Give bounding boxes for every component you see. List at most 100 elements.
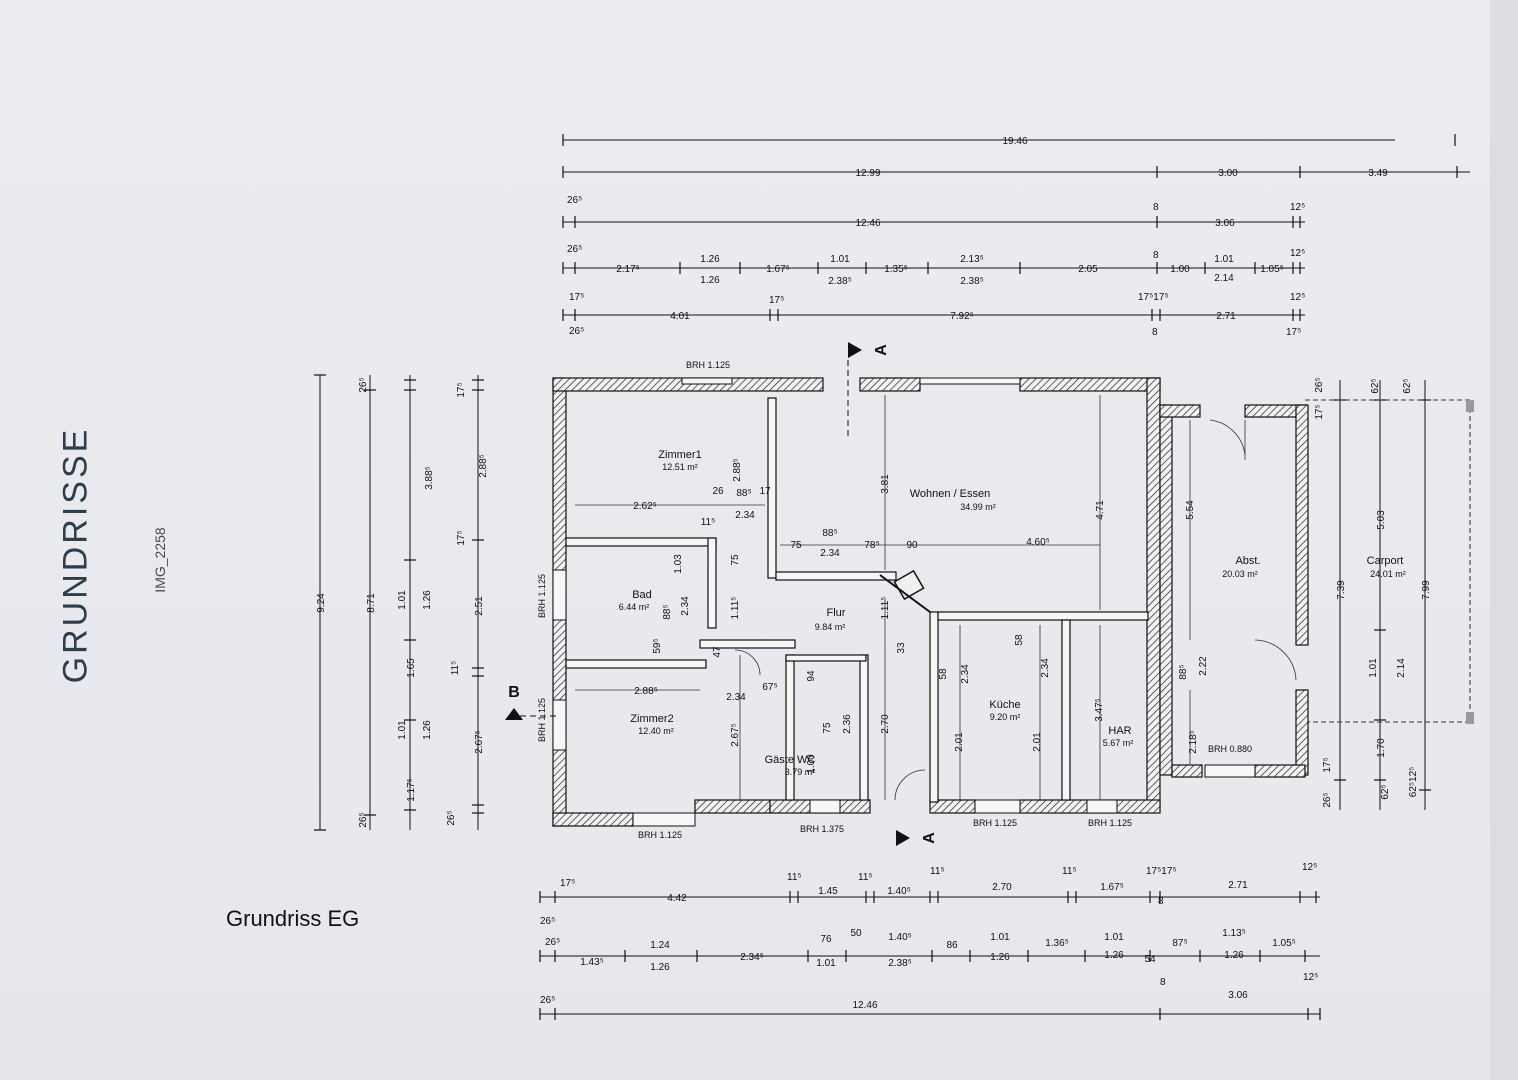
interior-dim: 59⁵ xyxy=(652,638,663,653)
interior-dim: 88⁵ xyxy=(662,604,673,619)
dim-bottom-row1: 4.42 xyxy=(667,893,687,904)
interior-dim: 2.01 xyxy=(954,732,965,752)
dim-carport-length: 7.99 xyxy=(1421,580,1432,600)
dim-bottom-row2: 2.38⁵ xyxy=(888,958,912,969)
dim-row4: 7.92⁵ xyxy=(950,311,974,322)
room-area: 9.20 m² xyxy=(990,712,1021,722)
dim-bottom-row2: 76 xyxy=(820,934,832,945)
interior-dim: 78⁵ xyxy=(864,540,879,551)
interior-dim: 58 xyxy=(938,668,949,680)
interior-dim: 2.01 xyxy=(1032,732,1043,752)
dim-left-row3: 1.26 xyxy=(422,590,433,610)
dim-small: 12⁵ xyxy=(1290,248,1305,259)
room-name: Küche xyxy=(989,699,1020,711)
dim-row3: 1.01 xyxy=(1214,254,1234,265)
dim-bottom-row1: 2.70 xyxy=(992,882,1012,893)
interior-dim: 5.54 xyxy=(1185,500,1196,520)
dim-small: 26⁵ xyxy=(567,195,582,206)
dim-small: 26⁵ xyxy=(446,810,457,825)
room-name: Bad xyxy=(632,589,652,601)
dim-small: 8 xyxy=(1160,977,1166,988)
interior-dim: 1.00 xyxy=(806,754,817,774)
dim-bottom-row2: 1.40⁵ xyxy=(888,932,912,943)
carport-outline xyxy=(1305,399,1471,723)
dim-bottom-row1: 1.45 xyxy=(818,886,838,897)
dim-row3: 2.05 xyxy=(1078,264,1098,275)
interior-dim: 2.34 xyxy=(735,510,755,521)
dim-small: 26⁵ xyxy=(358,812,369,827)
dim-small: 62⁵ xyxy=(1370,378,1381,393)
room-name: Zimmer2 xyxy=(630,713,673,725)
dim-small: 26⁵ xyxy=(545,937,560,948)
dim-small: 8 xyxy=(1153,250,1159,261)
interior-dim: 2.34 xyxy=(680,596,691,616)
dim-small: 17⁵ xyxy=(456,530,467,545)
room-area: 34.99 m² xyxy=(960,502,996,512)
room-name: Carport xyxy=(1367,555,1404,567)
dim-row3: 2.17⁵ xyxy=(616,264,640,275)
dim-bottom-row2: 1.05⁵ xyxy=(1272,938,1296,949)
dim-small: 17⁵ xyxy=(569,292,584,303)
interior-dim: 4.71 xyxy=(1095,500,1106,520)
dim-small: 26⁵ xyxy=(569,326,584,337)
dim-bottom-row2: 1.13⁵ xyxy=(1222,928,1246,939)
section-mark-a-top: A xyxy=(847,342,890,440)
section-mark-a-bottom: A xyxy=(896,830,938,846)
dim-row3: 1.01 xyxy=(830,254,850,265)
interior-walls xyxy=(565,397,1149,803)
dim-row3: 1.26 xyxy=(700,254,720,265)
dim-bottom-row1: 1.40⁵ xyxy=(887,886,911,897)
dim-small: 26⁵ xyxy=(540,916,555,927)
dim-left-row3: 1.17⁵ xyxy=(406,778,417,802)
angled-wall xyxy=(879,574,931,613)
top-dimension-ticks xyxy=(562,134,1458,321)
interior-dim: 94 xyxy=(806,670,817,682)
dim-bottom-row2: 1.26 xyxy=(650,962,670,973)
interior-dim: 26 xyxy=(712,486,724,497)
dim-left-row4: 2.88⁵ xyxy=(478,454,489,478)
dim-row3: 2.13⁵ xyxy=(960,254,984,265)
dim-small: 11⁵ xyxy=(930,866,945,877)
bottom-dimension-ticks xyxy=(539,891,1321,1020)
dim-bottom-total-garage: 3.06 xyxy=(1228,990,1248,1001)
dim-row4: 4.01 xyxy=(670,311,690,322)
dim-left-row3: 1.01 xyxy=(397,590,408,610)
section-label-a: A xyxy=(873,344,890,356)
dim-small: 17⁵17⁵ xyxy=(1138,292,1169,303)
interior-dim: 2.88⁵ xyxy=(732,458,743,482)
section-arrow-icon xyxy=(505,708,523,720)
interior-dim: 88⁵ xyxy=(822,528,837,539)
section-label-a: A xyxy=(921,832,938,844)
interior-dim: 17 xyxy=(759,486,771,497)
interior-dim: 1.03 xyxy=(673,554,684,574)
room-area: 20.03 m² xyxy=(1222,569,1258,579)
room-name: Flur xyxy=(827,607,846,619)
dim-small: 12⁵ xyxy=(1303,972,1318,983)
dim-left-row4: 2.67⁵ xyxy=(474,730,485,754)
room-name: Wohnen / Essen xyxy=(910,488,991,500)
room-area: 3.79 m² xyxy=(785,767,816,777)
dim-small: 12⁵ xyxy=(1290,202,1305,213)
brh-label: BRH 1.125 xyxy=(1088,818,1132,828)
dim-bottom-row2: 50 xyxy=(850,928,862,939)
section-label-b: B xyxy=(508,684,520,701)
right-dimension-ticks xyxy=(1334,399,1431,791)
interior-dim: 2.34 xyxy=(960,664,971,684)
interior-dim: 58 xyxy=(1014,634,1025,646)
dim-bottom-row2: 1.43⁵ xyxy=(580,957,604,968)
interior-dim: 2.34 xyxy=(820,548,840,559)
dim-bottom-row2: 54 xyxy=(1144,954,1156,965)
dim-small: 17⁵17⁵ xyxy=(1146,866,1177,877)
interior-dim: 2.88⁵ xyxy=(634,686,658,697)
dim-total-width: 19.46 xyxy=(1002,136,1027,147)
brh-label: BRH 0.880 xyxy=(1208,744,1252,754)
dim-small: 26⁵ xyxy=(1322,792,1333,807)
dim-bottom-row2: 1.36⁵ xyxy=(1045,938,1069,949)
chimney xyxy=(893,569,925,601)
interior-dim: 4.60⁵ xyxy=(1026,537,1050,548)
left-dimension-chains xyxy=(319,375,479,830)
dim-row3: 1.00 xyxy=(1170,264,1190,275)
dim-small: 62⁵12⁵ xyxy=(1408,767,1419,798)
reference-lines xyxy=(575,395,1191,800)
